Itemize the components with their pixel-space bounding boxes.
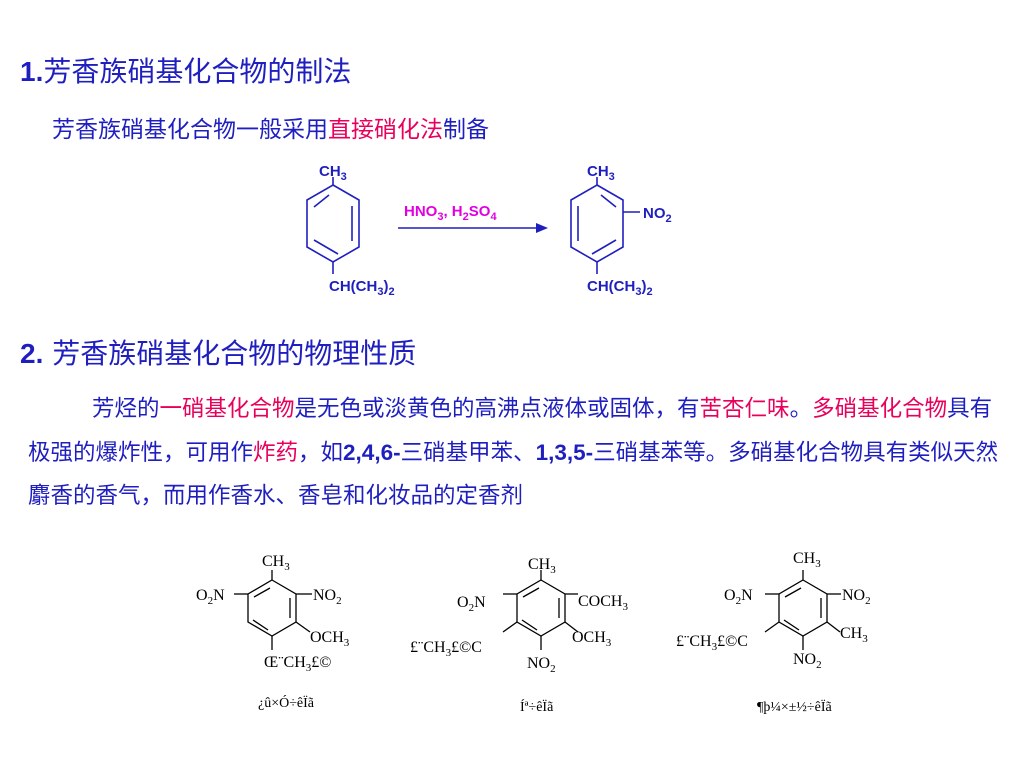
product-top-label: CH3	[587, 163, 615, 183]
para-highlight-almond: 苦杏仁味	[699, 396, 790, 422]
compound-2-right: COCH3	[578, 593, 628, 613]
section2-heading: 2. 芳香族硝基化合物的物理性质	[20, 332, 416, 372]
section1-number: 1.	[20, 56, 44, 87]
compound-3-top: CH3	[793, 550, 821, 570]
compound-3-left: O2N	[724, 587, 753, 607]
compound-1-bottom: Œ¨CH3£©	[264, 654, 331, 674]
compound-2-left: O2N	[457, 594, 486, 614]
para-text-5: ，如	[298, 440, 344, 466]
compound-3-right: NO2	[842, 587, 871, 607]
nitration-reaction-scheme: CH3 CH(CH3)2 CH3 NO2 CH(CH3)2 HNO3, H2SO…	[306, 163, 672, 298]
compound-2-bottom: NO2	[527, 655, 556, 675]
compound-3-bottom: NO2	[793, 651, 822, 671]
intro-text-after: 制备	[443, 117, 489, 143]
compound-1-top: CH3	[262, 553, 290, 573]
reactant-top-label: CH3	[319, 163, 347, 183]
compound-2-name: Íª÷êÏã	[520, 698, 554, 715]
compound-1-right-lower: OCH3	[310, 629, 350, 649]
compound-1-left: O2N	[196, 587, 225, 607]
compound-2-right-lower: OCH3	[572, 629, 612, 649]
compound-3-right-lower: CH3	[840, 625, 868, 645]
para-locant-2: 1,3,5-	[535, 440, 594, 465]
properties-paragraph: 芳烃的一硝基化合物是无色或淡黄色的高沸点液体或固体，有苦杏仁味。多硝基化合物具有…	[28, 388, 1013, 518]
compound-3-name: ¶þ¼×±½÷êÏã	[757, 698, 832, 715]
intro-highlight: 直接硝化法	[328, 117, 443, 143]
compound-2-top: CH3	[528, 556, 556, 576]
para-text-2: 是无色或淡黄色的高沸点液体或固体，有	[294, 396, 700, 422]
product-right-label: NO2	[643, 205, 672, 225]
para-text-3: 。	[789, 396, 813, 422]
compound-3-left-lower: £¨CH3£©C	[676, 633, 748, 653]
section1-title: 芳香族硝基化合物的制法	[43, 55, 352, 88]
para-text-4: 具有极强的爆炸性，可用作	[28, 396, 993, 466]
intro-text-before: 芳香族硝基化合物一般采用	[52, 117, 328, 143]
intro-line: 芳香族硝基化合物一般采用直接硝化法制备	[52, 110, 489, 144]
compound-2-structure	[502, 570, 579, 650]
para-highlight-polynitro: 多硝基化合物	[812, 396, 948, 422]
compound-2-left-lower: £¨CH3£©C	[410, 639, 482, 659]
section2-title: 芳香族硝基化合物的物理性质	[52, 337, 417, 370]
reagent-label: HNO3, H2SO4	[404, 203, 497, 223]
compound-3-structure	[764, 570, 841, 650]
section2-number: 2.	[20, 338, 44, 369]
para-locant-1: 2,4,6-	[343, 440, 401, 465]
para-text-7: 三硝基苯等。多硝基化合物具有类似天然麝香的香气，而用作香水、香皂和化妆品的定香剂	[28, 440, 999, 509]
para-highlight-explosive: 炸药	[253, 440, 299, 466]
compound-1-structure	[234, 570, 312, 650]
compound-1-name: ¿û×Ó÷êÏã	[258, 694, 315, 711]
compound-1-right: NO2	[313, 587, 342, 607]
section1-heading: 1.芳香族硝基化合物的制法	[20, 50, 351, 90]
para-highlight-mononitro: 一硝基化合物	[159, 396, 295, 422]
para-text-6: 三硝基甲苯、	[400, 440, 536, 466]
para-text-1: 芳烃的	[92, 396, 160, 422]
